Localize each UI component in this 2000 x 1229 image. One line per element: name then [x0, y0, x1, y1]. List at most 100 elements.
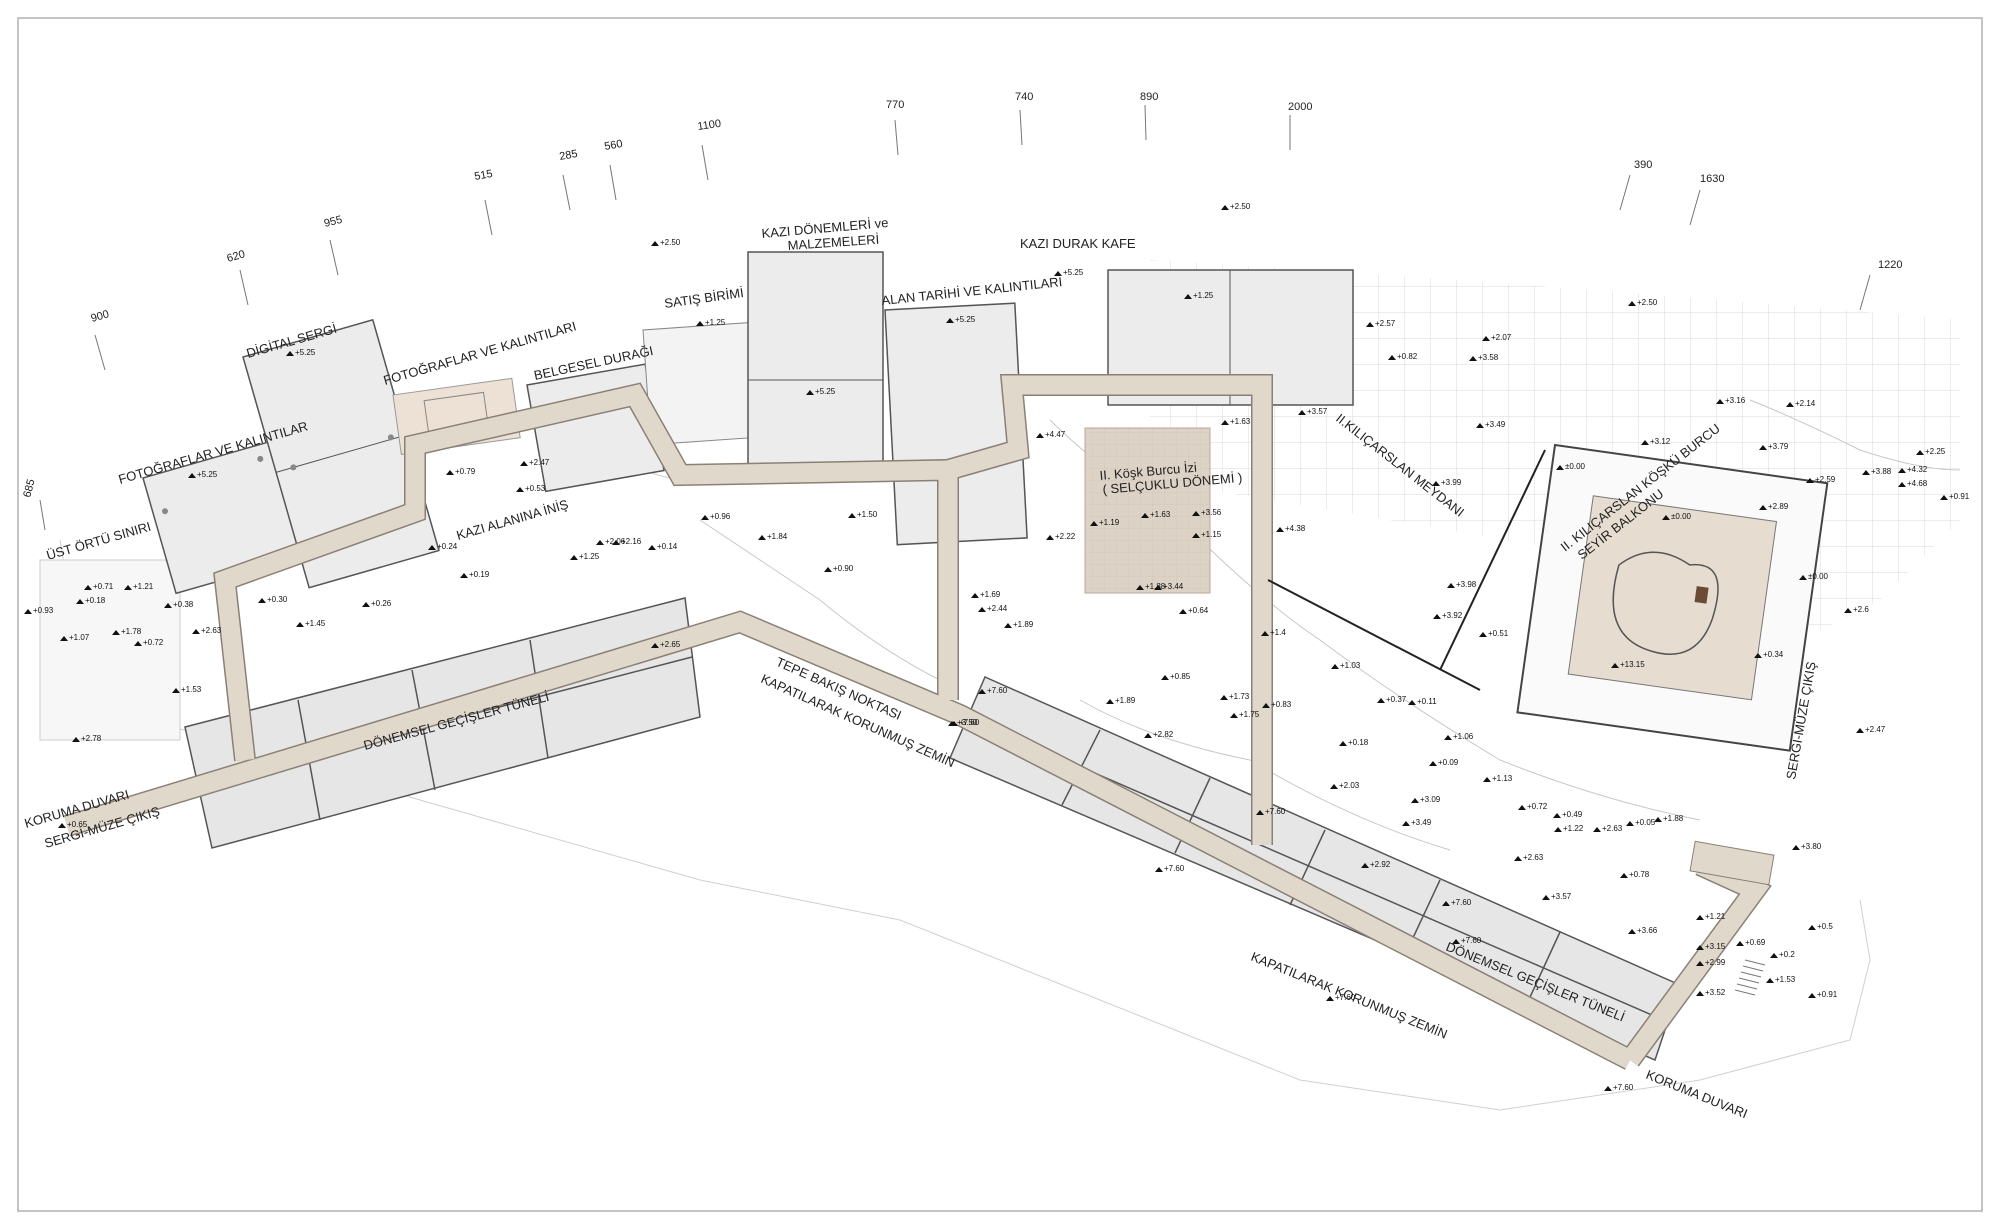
elevation-value: +3.80 — [1801, 842, 1822, 851]
elevation-value: +1.45 — [305, 619, 326, 628]
elevation-value: +1.06 — [1453, 732, 1474, 741]
elevation-value: +3.57 — [1307, 407, 1328, 416]
elevation-value: +0.79 — [455, 467, 476, 476]
elevation-symbol-icon — [1388, 355, 1396, 360]
elevation-symbol-icon — [806, 390, 814, 395]
elevation-value: +0.69 — [1745, 938, 1766, 947]
elevation-value: +0.71 — [93, 582, 114, 591]
elevation-symbol-icon — [570, 555, 578, 560]
elevation-marker: +3.44 — [1154, 582, 1184, 591]
dim-955: 955 — [323, 214, 344, 230]
elevation-marker: +3.79 — [1759, 442, 1789, 451]
elevation-symbol-icon — [76, 599, 84, 604]
elevation-value: +1.19 — [1099, 518, 1120, 527]
elevation-symbol-icon — [60, 636, 68, 641]
elevation-symbol-icon — [1262, 703, 1270, 708]
elevation-marker: +2.63 — [192, 626, 222, 635]
elevation-marker: +3.12 — [1641, 437, 1671, 446]
elevation-marker: +0.64 — [1179, 606, 1209, 615]
dim-1100: 1100 — [697, 118, 722, 133]
elevation-marker: +1.73 — [1220, 692, 1250, 701]
elevation-symbol-icon — [72, 737, 80, 742]
elevation-value: +13.15 — [1620, 660, 1645, 669]
elevation-value: +5.25 — [197, 470, 218, 479]
block-right — [1689, 840, 1775, 886]
elevation-value: +1.69 — [980, 590, 1001, 599]
elevation-value: +0.09 — [1438, 758, 1459, 767]
elevation-value: +0.11 — [1417, 697, 1437, 706]
elevation-marker: +3.16 — [1716, 396, 1746, 405]
elevation-symbol-icon — [1298, 410, 1306, 415]
elevation-symbol-icon — [1444, 735, 1452, 740]
elevation-symbol-icon — [1696, 945, 1704, 950]
elevation-symbol-icon — [1542, 895, 1550, 900]
elevation-marker: +1.06 — [1444, 732, 1474, 741]
elevation-marker: +0.85 — [1161, 672, 1191, 681]
elevation-marker: +3.56 — [1192, 508, 1222, 517]
elevation-symbol-icon — [1940, 495, 1948, 500]
elevation-value: +7.60 — [987, 686, 1008, 695]
elevation-value: +0.51 — [1488, 629, 1509, 638]
elevation-value: +3.66 — [1637, 926, 1658, 935]
elevation-marker: +0.91 — [1808, 990, 1838, 999]
elevation-marker: +1.25 — [570, 552, 600, 561]
elevation-marker: +1.15 — [1192, 530, 1222, 539]
dim-390: 390 — [1634, 159, 1652, 171]
elevation-value: +5.25 — [1063, 268, 1084, 277]
elevation-marker: +0.83 — [1262, 700, 1292, 709]
elevation-symbol-icon — [1221, 420, 1229, 425]
elevation-symbol-icon — [1553, 813, 1561, 818]
elevation-marker: +2.44 — [978, 604, 1008, 613]
elevation-value: +4.38 — [1285, 524, 1306, 533]
elevation-symbol-icon — [1476, 423, 1484, 428]
elevation-symbol-icon — [1036, 433, 1044, 438]
elevation-marker: +2.82 — [1144, 730, 1174, 739]
elevation-value: +0.64 — [1188, 606, 1209, 615]
elevation-symbol-icon — [1326, 996, 1334, 1001]
elevation-marker: +0.14 — [648, 542, 678, 551]
elevation-marker: +2.89 — [1759, 502, 1789, 511]
elevation-symbol-icon — [1593, 827, 1601, 832]
elevation-symbol-icon — [24, 609, 32, 614]
elevation-symbol-icon — [1716, 399, 1724, 404]
elevation-marker: +0.30 — [258, 595, 288, 604]
elevation-value: +2.03 — [1339, 781, 1360, 790]
elevation-marker: +5.25 — [286, 348, 316, 357]
elevation-value: +1.53 — [1775, 975, 1796, 984]
elevation-symbol-icon — [1479, 632, 1487, 637]
elevation-value: +2.44 — [987, 604, 1008, 613]
elevation-symbol-icon — [1366, 322, 1374, 327]
elevation-symbol-icon — [701, 515, 709, 520]
elevation-symbol-icon — [1141, 513, 1149, 518]
elevation-symbol-icon — [1330, 784, 1338, 789]
elevation-value: +0.37 — [1386, 695, 1407, 704]
elevation-marker: +5.25 — [946, 315, 976, 324]
elevation-value: +2.59 — [1815, 475, 1836, 484]
elevation-marker: +3.99 — [1432, 478, 1462, 487]
elevation-symbol-icon — [1483, 777, 1491, 782]
elevation-value: +1.50 — [857, 510, 878, 519]
elevation-marker: +7.60 — [1155, 864, 1185, 873]
elevation-symbol-icon — [1136, 585, 1144, 590]
elevation-symbol-icon — [258, 598, 266, 603]
elevation-value: +2.63 — [1602, 824, 1623, 833]
elevation-marker: +2.78 — [72, 734, 102, 743]
elevation-symbol-icon — [1620, 873, 1628, 878]
elevation-symbol-icon — [1799, 575, 1807, 580]
elevation-symbol-icon — [1452, 939, 1460, 944]
elevation-symbol-icon — [188, 473, 196, 478]
elevation-symbol-icon — [1611, 663, 1619, 668]
elevation-value: +2.14 — [1795, 399, 1816, 408]
elevation-marker: +1.19 — [1090, 518, 1120, 527]
elevation-value: +1.22 — [1563, 824, 1584, 833]
dim-685: 685 — [21, 478, 37, 499]
elevation-marker: +5.25 — [1054, 268, 1084, 277]
elevation-value: +0.05 — [1635, 818, 1656, 827]
elevation-marker: +0.65 — [58, 820, 88, 829]
elevation-marker: +3.15 — [1696, 942, 1726, 951]
elevation-value: +2.63 — [1523, 853, 1544, 862]
elevation-marker: +1.63 — [1221, 417, 1251, 426]
elevation-value: +3.09 — [1420, 795, 1441, 804]
elevation-value: +1.53 — [181, 685, 202, 694]
elevation-symbol-icon — [1898, 482, 1906, 487]
